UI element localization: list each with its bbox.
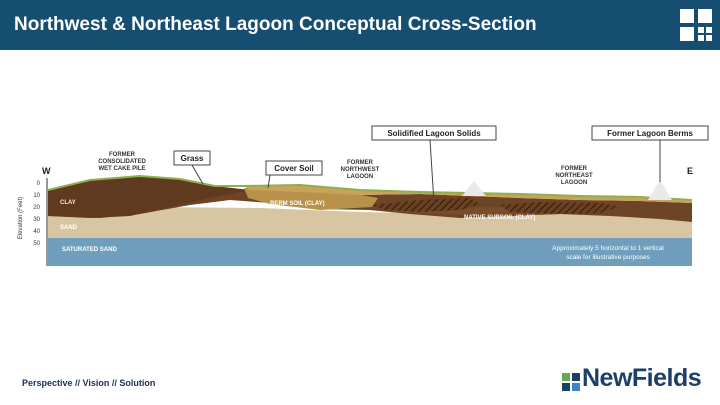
tick-label: 50 bbox=[33, 241, 40, 247]
saturated-sand-layer bbox=[48, 238, 692, 266]
grass-callout: Grass bbox=[173, 150, 211, 185]
grid-logo-icon bbox=[680, 9, 712, 41]
clay-label: CLAY bbox=[60, 200, 76, 206]
cover-soil-callout-label: Cover Soil bbox=[274, 164, 314, 173]
nw-lagoon-note-line: LAGOON bbox=[347, 174, 373, 180]
berms-callout: Former Lagoon Berms bbox=[591, 125, 709, 182]
header-bar: Northwest & Northeast Lagoon Conceptual … bbox=[0, 0, 720, 50]
native-subsoil-label: NATIVE SUBSOIL (CLAY) bbox=[464, 215, 535, 221]
grass-callout-label: Grass bbox=[181, 154, 204, 163]
ne-lagoon-note-line: LAGOON bbox=[561, 180, 587, 186]
tick-label: 10 bbox=[33, 193, 40, 199]
tick-label: 40 bbox=[33, 229, 40, 235]
grass-line bbox=[47, 174, 693, 201]
wet-cake-pile bbox=[48, 176, 250, 218]
tick-label: 20 bbox=[33, 205, 40, 211]
ne-lagoon-note-line: NORTHEAST bbox=[555, 173, 593, 179]
axis-ticks: 0 10 20 30 40 50 bbox=[33, 181, 40, 247]
brand-name: NewFields bbox=[582, 364, 702, 392]
saturated-sand-label: SATURATED SAND bbox=[62, 247, 117, 253]
east-label: E bbox=[687, 166, 693, 176]
wet-cake-note-line: CONSOLIDATED bbox=[98, 159, 146, 165]
cover-soil-callout: Cover Soil bbox=[265, 160, 323, 189]
berm-west bbox=[462, 181, 486, 196]
tick-label: 30 bbox=[33, 217, 40, 223]
newfields-mark-icon bbox=[562, 373, 580, 391]
solidified-solids-east bbox=[500, 202, 620, 214]
tick-label: 0 bbox=[37, 181, 41, 187]
nw-lagoon-note-line: NORTHWEST bbox=[341, 167, 380, 173]
wet-cake-note-line: WET CAKE PILE bbox=[98, 166, 145, 172]
solidified-callout: Solidified Lagoon Solids bbox=[371, 125, 497, 204]
axis-label: Elevation (Feet) bbox=[18, 197, 24, 239]
ne-lagoon-note-line: FORMER bbox=[561, 166, 588, 172]
page-title: Northwest & Northeast Lagoon Conceptual … bbox=[14, 14, 537, 35]
cross-section-diagram: 0 10 20 30 40 50 Elevation (Feet) W E CL… bbox=[18, 125, 709, 266]
scale-note-line: Approximately 5 horizontal to 1 vertical bbox=[552, 245, 664, 252]
berm-soil-label: BERM SOIL (CLAY) bbox=[270, 201, 325, 207]
berm-east bbox=[648, 180, 672, 200]
scale-note-line: scale for illustrative purposes bbox=[566, 254, 651, 261]
nw-lagoon-note-line: FORMER bbox=[347, 160, 374, 166]
sand-label: SAND bbox=[60, 225, 78, 231]
west-label: W bbox=[42, 166, 51, 176]
solidified-callout-label: Solidified Lagoon Solids bbox=[387, 129, 481, 138]
footer-tagline: Perspective // Vision // Solution bbox=[22, 378, 156, 388]
berms-callout-label: Former Lagoon Berms bbox=[607, 129, 693, 138]
wet-cake-note-line: FORMER bbox=[109, 152, 136, 158]
solidified-solids-west bbox=[372, 198, 480, 212]
